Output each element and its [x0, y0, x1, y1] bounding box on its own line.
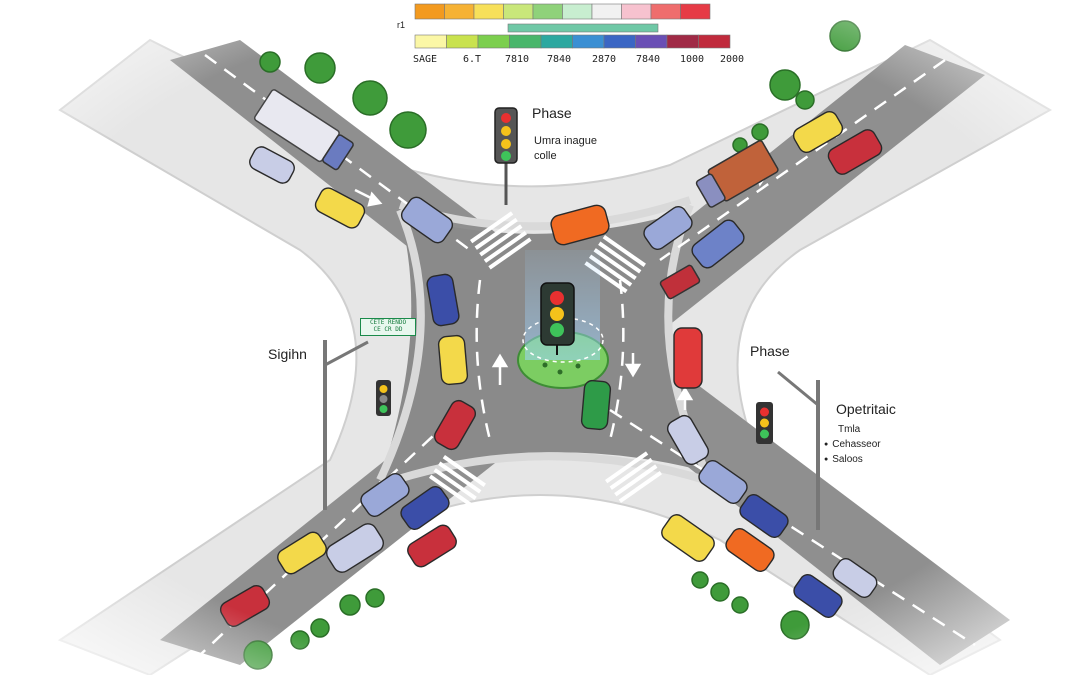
legend-tick-label: 1000: [680, 54, 705, 65]
list-title: Tmla: [838, 424, 861, 435]
legend-swatch: [540, 34, 573, 49]
legend-swatch: [444, 3, 475, 20]
legend-tick-label: 6.T: [463, 54, 482, 65]
legend-swatch: [414, 3, 445, 20]
legend-swatch: [650, 3, 681, 20]
legend-tick-label: 2000: [720, 54, 745, 65]
legend-tick-label: 7810: [505, 54, 530, 65]
legend-swatch: [572, 34, 605, 49]
legend-swatch: [666, 34, 699, 49]
legend-swatch: [591, 3, 622, 20]
legend-swatch: [509, 34, 542, 49]
list-item-2: Saloos: [824, 454, 863, 465]
legend-swatch: [562, 3, 593, 20]
list-item-2-text: Saloos: [832, 454, 863, 465]
legend-swatch: [503, 3, 534, 20]
street-sign-line-2: CE CR DD: [373, 326, 403, 333]
legend-row-2: [414, 23, 731, 49]
legend-tick-label: 2870: [592, 54, 617, 65]
legend-swatch: [473, 3, 504, 20]
legend-swatch: [680, 3, 711, 20]
caption-line-2: colle: [534, 150, 557, 162]
legend-strip: [507, 23, 659, 33]
signin-label: Sigihn: [268, 346, 307, 362]
street-sign: CETE RENDO CE CR DD: [360, 318, 416, 336]
legend-swatch: [621, 3, 652, 20]
legend-swatch: [446, 34, 479, 49]
legend-swatch: [477, 34, 510, 49]
legend-swatch: [635, 34, 668, 49]
list-item-1: Cehasseor: [824, 439, 881, 450]
list-item-1-text: Cehasseor: [832, 439, 881, 450]
legend-tick-label: 7840: [636, 54, 661, 65]
legend-row-1: [414, 3, 711, 20]
legend-swatch: [603, 34, 636, 49]
legend-swatch: [698, 34, 731, 49]
street-sign-line-1: CETE RENDO: [369, 319, 407, 326]
legend-swatch: [532, 3, 563, 20]
operational-label: Opetritaic: [836, 401, 896, 417]
caption-line-1: Umra inague: [534, 135, 597, 147]
legend-tick-label: SAGE: [413, 54, 438, 65]
legend-marker: r1: [397, 20, 406, 30]
phase-label-top: Phase: [532, 105, 572, 121]
legend-tick-label: 7840: [547, 54, 572, 65]
legend-swatch: [414, 34, 447, 49]
phase-label-right: Phase: [750, 343, 790, 359]
